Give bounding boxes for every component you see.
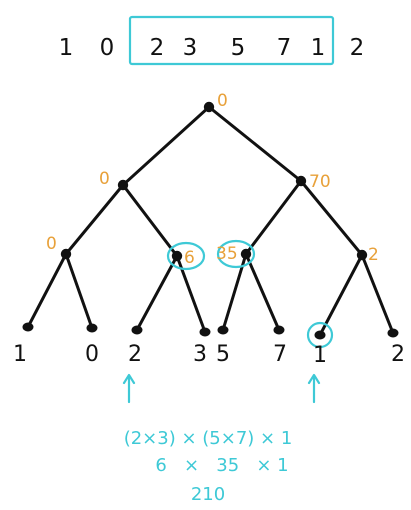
sequence-item: 0	[100, 35, 115, 61]
leaf-node	[387, 328, 399, 338]
node-highlight-circle	[216, 239, 256, 269]
tree-node	[356, 249, 368, 261]
sequence-item: 3	[183, 35, 198, 61]
leaf-node	[273, 325, 285, 335]
leaf-node	[86, 323, 98, 333]
tree-edge	[121, 105, 211, 187]
tree-edge	[121, 183, 179, 258]
leaf-value-label: 1	[13, 342, 27, 367]
tree-node	[295, 175, 307, 187]
tree-edge	[299, 179, 364, 257]
leaf-value-label: 1	[313, 343, 327, 368]
leaf-value-label: 7	[273, 342, 287, 367]
leaf-node	[199, 327, 211, 337]
sequence-range-box	[128, 15, 335, 66]
leaf-node	[217, 325, 229, 335]
node-value-label: 70	[309, 172, 331, 192]
node-value-label: 0	[46, 234, 57, 254]
leaf-value-label: 0	[85, 342, 99, 367]
tree-edge	[135, 254, 179, 332]
sequence-item: 1	[311, 35, 326, 61]
tree-edge	[64, 252, 94, 330]
sequence-item: 2	[350, 35, 365, 61]
leaf-value-label: 2	[391, 342, 405, 367]
tree-edge	[360, 253, 395, 335]
tree-edge	[26, 252, 68, 329]
tree-node	[171, 250, 183, 262]
tree-node	[240, 248, 252, 260]
leaf-node	[314, 330, 326, 340]
leaf-value-label: 5	[216, 342, 230, 367]
tree-node	[60, 248, 72, 260]
tree-edge	[207, 105, 303, 183]
leaf-highlight-circle	[306, 321, 334, 349]
tree-edge	[244, 252, 281, 332]
tree-edge	[64, 183, 125, 256]
calculation-line-1: (2×3) × (5×7) × 1	[124, 428, 293, 449]
node-value-label: 35	[216, 244, 238, 264]
tree-nodes	[22, 101, 399, 340]
leaf-node	[131, 325, 143, 335]
tree-edge	[244, 179, 303, 256]
sequence-item: 1	[59, 35, 74, 61]
leaf-node	[22, 322, 34, 332]
calculation-block: (2×3) × (5×7) × 1 6 × 35 × 1 210	[124, 428, 293, 505]
node-highlight-circle	[166, 241, 206, 271]
leaf-value-label: 3	[193, 342, 207, 367]
node-value-label: 0	[217, 91, 228, 111]
node-value-label: 0	[99, 169, 110, 189]
leaf-value-label: 2	[128, 342, 142, 367]
sequence-item: 2	[150, 35, 165, 61]
node-value-label: 2	[368, 245, 379, 265]
sequence-item: 7	[277, 35, 292, 61]
tree-edge	[318, 253, 364, 337]
query-arrow-head	[122, 373, 136, 385]
tree-edges	[26, 105, 395, 337]
query-arrow-head	[307, 373, 321, 385]
calculation-result: 210	[191, 484, 225, 505]
query-arrows	[122, 373, 321, 404]
tree-node	[203, 101, 215, 113]
tree-highlights	[166, 239, 334, 349]
tree-node	[117, 179, 129, 191]
calculation-line-2: 6 × 35 × 1	[155, 455, 288, 476]
node-value-label: 6	[184, 248, 195, 268]
sequence-item: 5	[231, 35, 246, 61]
